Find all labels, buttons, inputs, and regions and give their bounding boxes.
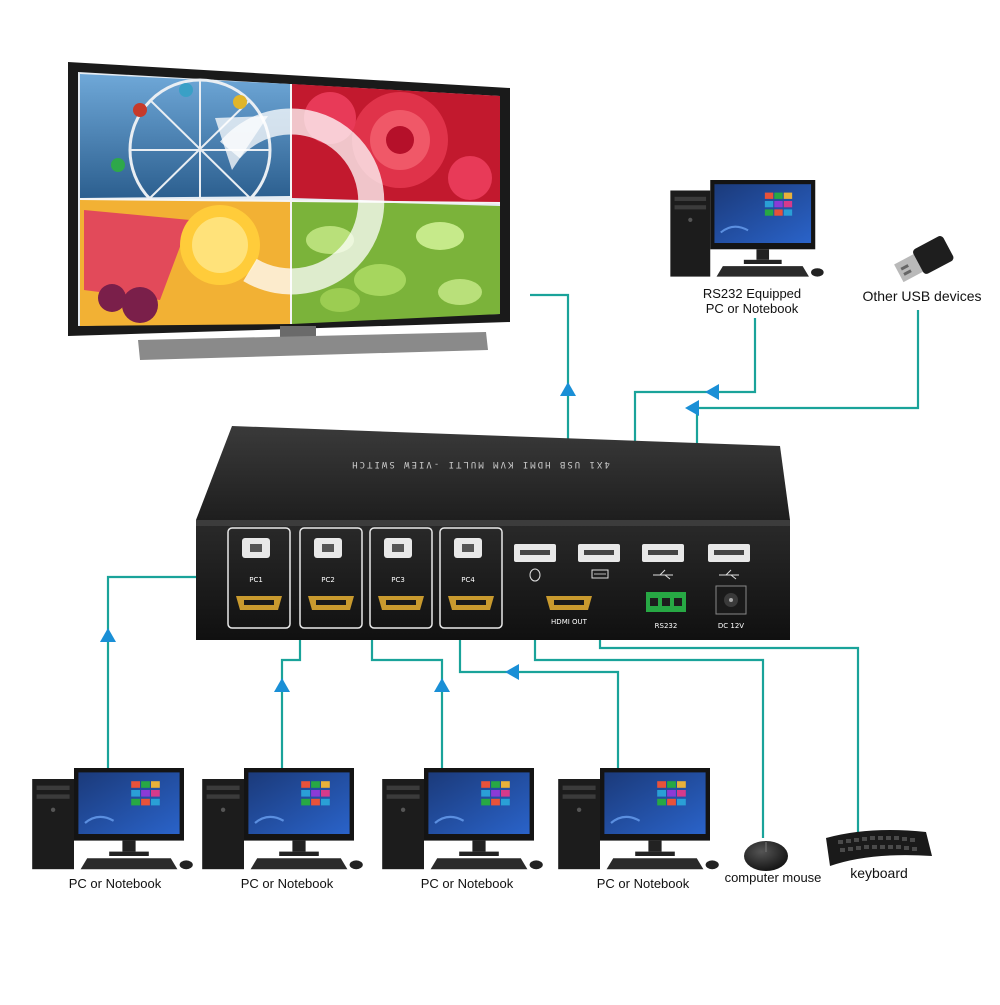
usb-symbol-icon (719, 569, 739, 580)
rs232-pc-label-line2: PC or Notebook (705, 301, 799, 316)
rs232-pc-label-line1: RS232 Equipped (702, 286, 802, 301)
fruit-image (84, 205, 260, 323)
direction-arrows (100, 382, 719, 692)
pc4-port-label: PC4 (461, 576, 475, 584)
kvm-switch: 4X1 USB HDMI KVM MULTI -VIEW SWITCH PC1 … (196, 426, 790, 640)
device-top-print: 4X1 USB HDMI KVM MULTI -VIEW SWITCH (350, 459, 610, 469)
pc4-illustration (557, 768, 720, 871)
multi-view-tv (68, 62, 510, 360)
pc3-label: PC or Notebook (420, 876, 514, 891)
pc1-label: PC or Notebook (68, 876, 162, 891)
rs232-label: RS232 (655, 622, 678, 630)
arrow-up-pc3 (434, 678, 450, 692)
pc1-illustration (31, 768, 194, 871)
keyboard-port-icon (591, 569, 609, 579)
hdmi-out-label: HDMI OUT (551, 618, 588, 626)
mouse-port-icon (529, 568, 541, 582)
pc1-port-label: PC1 (249, 576, 263, 584)
mouse-icon (744, 841, 788, 871)
dc-label: DC 12V (718, 622, 744, 630)
leaves-image (306, 222, 482, 312)
arrow-left-rs232 (705, 384, 719, 400)
rs232-pc-label: RS232 Equipped PC or Notebook (690, 286, 814, 316)
pc2-port-frame (299, 527, 363, 629)
mouse-label: computer mouse (724, 870, 822, 885)
pc3-port-label: PC3 (391, 576, 405, 584)
usb-dongle-icon (894, 236, 954, 283)
arrow-up-hdmi (560, 382, 576, 396)
keyboard-icon (826, 830, 932, 866)
keyboard-label: keyboard (850, 865, 908, 881)
arrow-left-usb (685, 400, 699, 416)
pc3-port-frame (369, 527, 433, 629)
arrow-up-pc2 (274, 678, 290, 692)
usb-symbol-icon (653, 569, 673, 580)
usb-devices-label: Other USB devices (862, 288, 982, 304)
line-pc1 (106, 575, 206, 775)
arrow-up-pc1 (100, 628, 116, 642)
rs232-pc-illustration (669, 180, 825, 278)
rotate-arrow-icon (220, 108, 385, 295)
pc4-label: PC or Notebook (596, 876, 690, 891)
pc2-port-label: PC2 (321, 576, 335, 584)
pc1-port-frame (227, 527, 291, 629)
pc3-illustration (381, 768, 544, 871)
pc4-port-frame (439, 527, 503, 629)
arrow-left-pc4 (505, 664, 519, 680)
pc2-label: PC or Notebook (240, 876, 334, 891)
pc2-illustration (201, 768, 364, 871)
